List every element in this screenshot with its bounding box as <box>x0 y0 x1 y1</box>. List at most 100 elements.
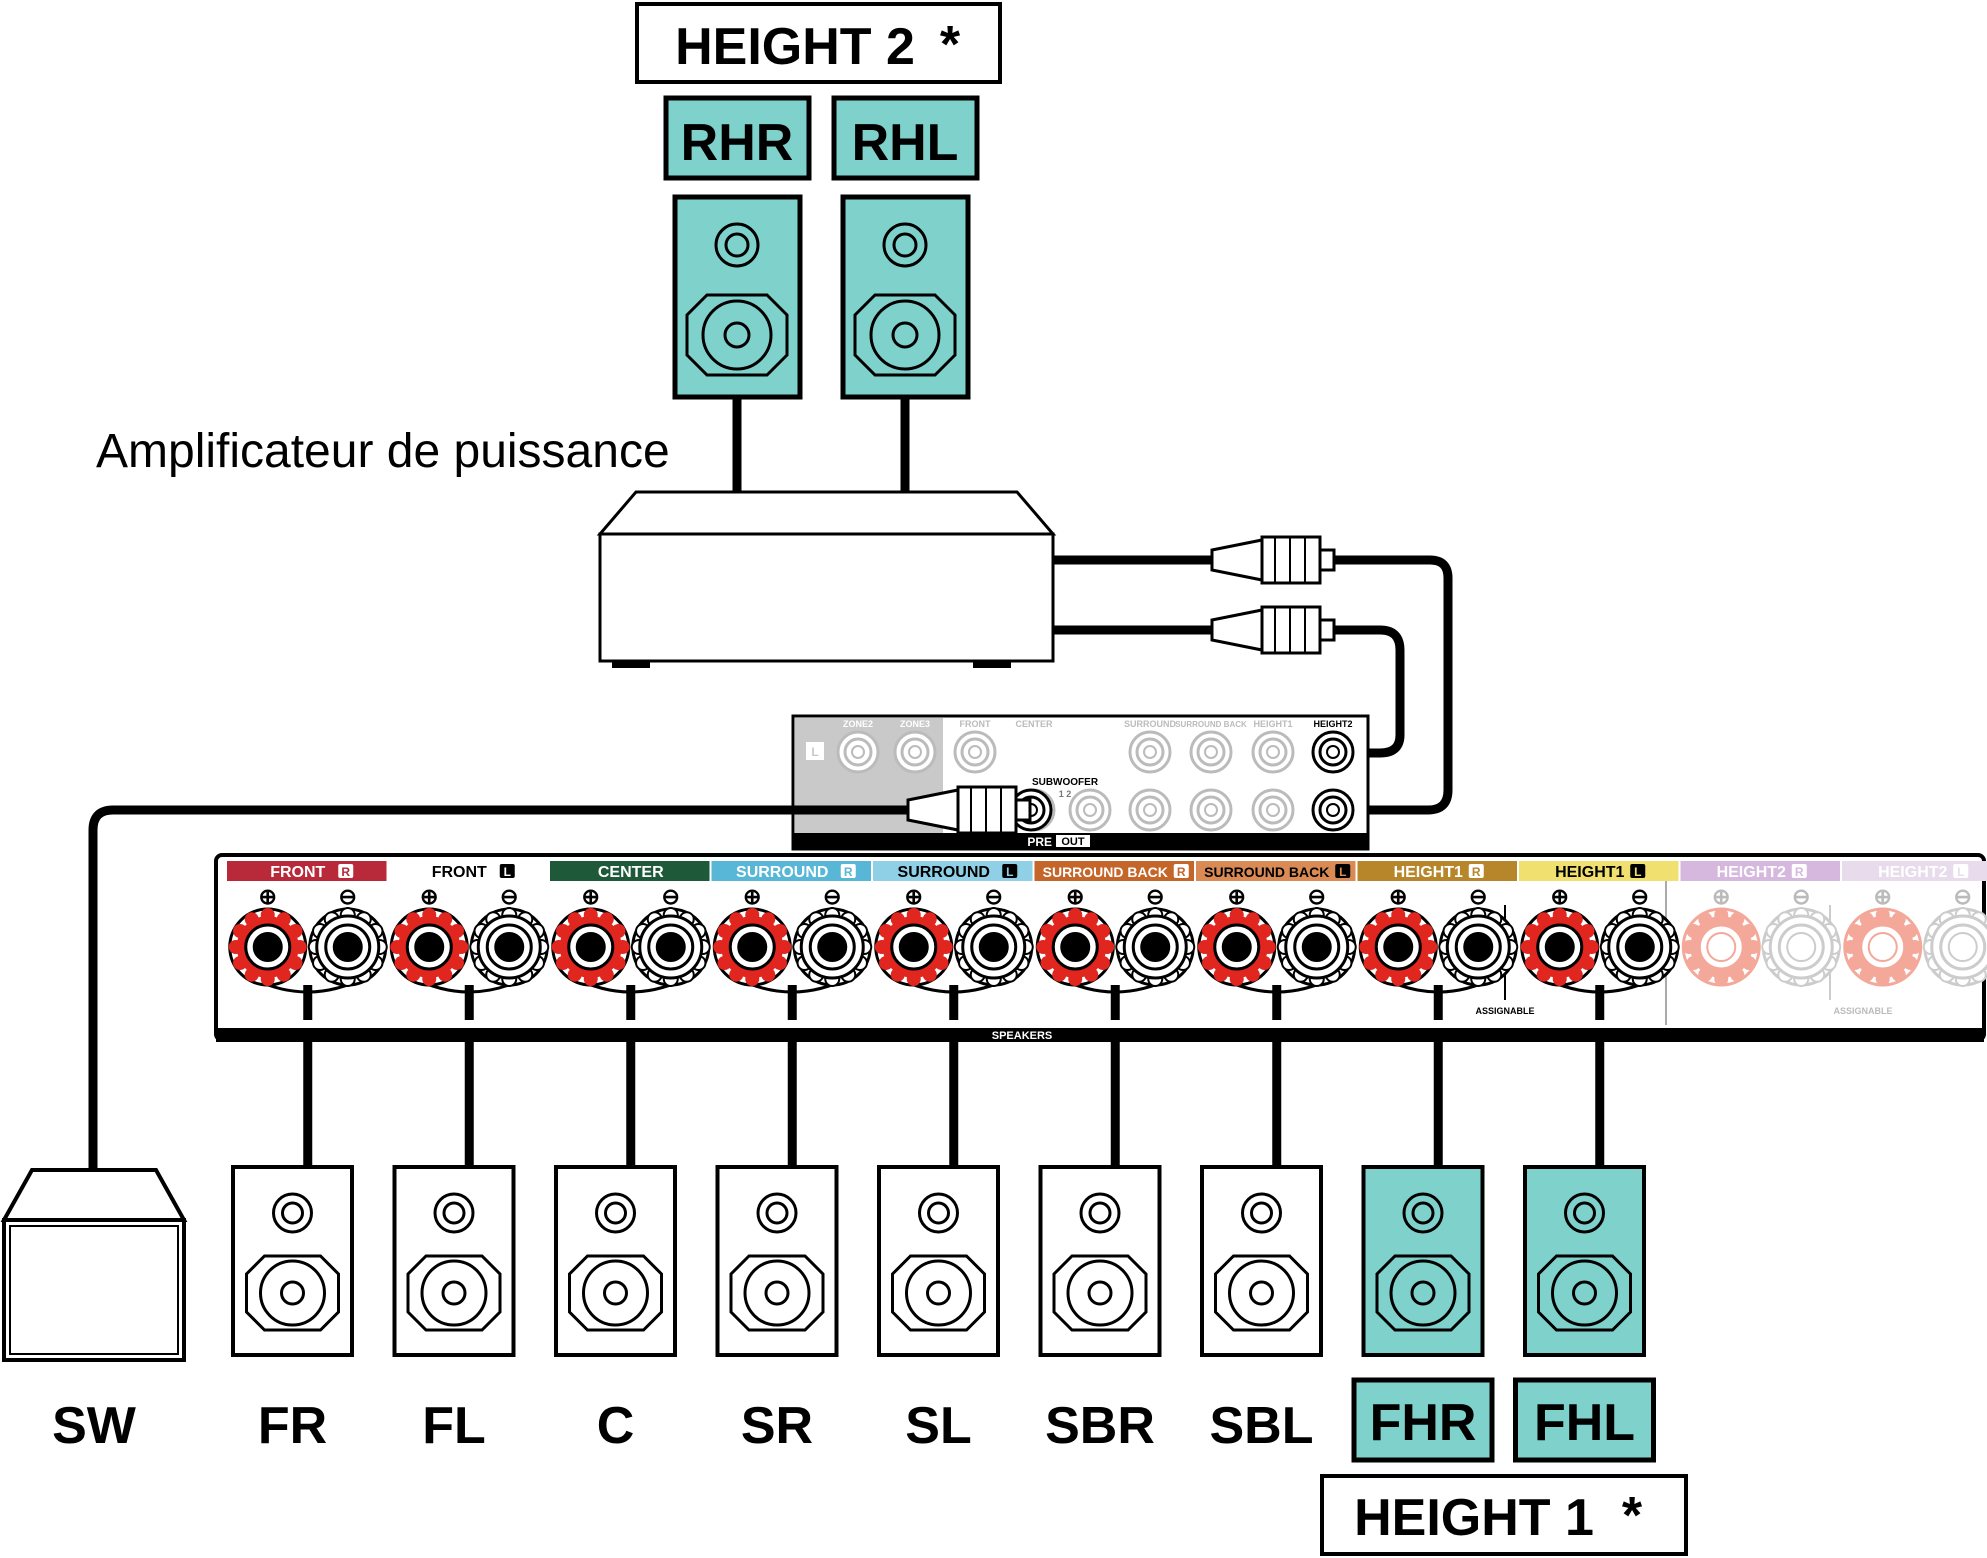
speaker-label-fr: FR <box>258 1397 327 1455</box>
minus-symbol: ⊖ <box>1308 884 1326 909</box>
plus-terminal[interactable] <box>1358 907 1438 987</box>
speaker-fhr <box>1361 1165 1485 1357</box>
minus-symbol: ⊖ <box>339 884 357 909</box>
rca-jack[interactable] <box>1128 730 1172 774</box>
plus-terminal[interactable] <box>1681 907 1761 987</box>
terminal-label: HEIGHT2 <box>1717 864 1786 881</box>
rca-jack[interactable] <box>1251 788 1295 832</box>
rca-jack[interactable] <box>1311 730 1355 774</box>
amp-label: Amplificateur de puissance <box>96 425 670 478</box>
terminal-side: R <box>341 865 350 879</box>
height2-title-box <box>635 2 1002 84</box>
minus-terminal[interactable] <box>1276 907 1357 987</box>
plus-terminal[interactable] <box>1197 907 1277 987</box>
terminal-label: HEIGHT1 <box>1555 864 1624 881</box>
terminal-side: R <box>844 865 853 879</box>
minus-symbol: ⊖ <box>985 884 1003 909</box>
preout-l-mark: L <box>811 745 818 759</box>
plus-terminal[interactable] <box>874 907 954 987</box>
speaker-fr <box>231 1165 354 1357</box>
minus-terminal[interactable] <box>630 907 711 987</box>
height1-asterisk: * <box>1622 1487 1643 1545</box>
speaker-wires <box>303 985 1605 1167</box>
preout-label-center: CENTER <box>1015 719 1053 729</box>
rca-jack[interactable] <box>1189 788 1233 832</box>
plus-terminal[interactable] <box>551 907 631 987</box>
terminal-label: CENTER <box>598 864 664 881</box>
rca-cables <box>1053 535 1453 815</box>
terminal-side: L <box>504 865 511 879</box>
plus-symbol: ⊕ <box>259 884 277 909</box>
terminal-label: SURROUND <box>736 864 828 881</box>
rca-jack[interactable] <box>1251 730 1295 774</box>
terminal-side: R <box>1472 865 1481 879</box>
minus-terminal[interactable] <box>1761 907 1842 987</box>
plus-symbol: ⊕ <box>1712 884 1730 909</box>
rhl-label-box <box>831 95 980 181</box>
plus-symbol: ⊕ <box>1228 884 1246 909</box>
minus-terminal[interactable] <box>1922 907 1987 987</box>
minus-symbol: ⊖ <box>1954 884 1972 909</box>
plus-terminal[interactable] <box>712 907 792 987</box>
subwoofer-jack[interactable] <box>1068 788 1112 832</box>
plus-symbol: ⊕ <box>1874 884 1892 909</box>
speaker-label-fhr: FHR <box>1370 1394 1477 1452</box>
plus-terminal[interactable] <box>228 907 308 987</box>
terminal-label: HEIGHT1 <box>1394 864 1463 881</box>
rca-jack[interactable] <box>836 730 880 774</box>
preout-label-surround: SURROUND <box>1124 719 1177 729</box>
speaker-sl <box>877 1165 1000 1357</box>
terminal-side: R <box>1177 865 1186 879</box>
minus-terminal[interactable] <box>1115 907 1196 987</box>
minus-terminal[interactable] <box>953 907 1034 987</box>
out-label: OUT <box>1061 836 1085 848</box>
rca-jack[interactable] <box>1128 788 1172 832</box>
rca-jack[interactable] <box>893 730 937 774</box>
assignable-label-1: ASSIGNABLE <box>1475 1006 1534 1016</box>
speaker-label-sr: SR <box>741 1397 813 1455</box>
assignable-label-2: ASSIGNABLE <box>1833 1006 1892 1016</box>
height1-title: HEIGHT 1 <box>1354 1489 1594 1547</box>
minus-terminal[interactable] <box>1438 907 1519 987</box>
speakers-label: SPEAKERS <box>992 1030 1053 1042</box>
height2-title-group: HEIGHT 2 * <box>635 2 1002 84</box>
plus-symbol: ⊕ <box>582 884 600 909</box>
height2-title: HEIGHT 2 <box>675 18 915 76</box>
pre-label: PRE <box>1027 835 1052 849</box>
minus-terminal[interactable] <box>1599 907 1680 987</box>
rca-jack[interactable] <box>1189 730 1233 774</box>
minus-terminal[interactable] <box>469 907 550 987</box>
preout-subwoofer-label: SUBWOOFER <box>1032 777 1099 788</box>
minus-terminal[interactable] <box>307 907 388 987</box>
minus-symbol: ⊖ <box>1469 884 1487 909</box>
minus-symbol: ⊖ <box>1792 884 1810 909</box>
plus-terminal[interactable] <box>1035 907 1115 987</box>
plus-terminal[interactable] <box>1520 907 1600 987</box>
terminal-label: SURROUND BACK <box>1043 864 1168 880</box>
rca-jack[interactable] <box>953 730 997 774</box>
rca-jack[interactable] <box>1311 788 1355 832</box>
plus-terminal[interactable] <box>1843 907 1923 987</box>
terminal-side: L <box>1634 865 1641 879</box>
minus-terminal[interactable] <box>792 907 873 987</box>
top-speaker-labels: RHR RHL <box>663 95 980 181</box>
terminal-surround-back-l: SURROUND BACK L ⊕ ⊖ <box>1196 861 1357 994</box>
preout-label-surround-back: SURROUND BACK <box>1175 720 1247 729</box>
preout-label-front: FRONT <box>960 719 991 729</box>
height2-asterisk: * <box>940 16 961 74</box>
preout-label-zone3: ZONE3 <box>900 719 930 729</box>
terminal-side: L <box>1339 865 1346 879</box>
speaker-sr <box>715 1165 839 1357</box>
terminal-label: SURROUND BACK <box>1204 864 1329 880</box>
height1-title-group: HEIGHT 1 * <box>1320 1474 1688 1556</box>
speaker-rhr <box>672 194 803 400</box>
speaker-label-fl: FL <box>422 1397 486 1455</box>
plus-terminal[interactable] <box>389 907 469 987</box>
speaker-fhl <box>1523 1165 1646 1357</box>
terminal-center: CENTER⊕⊖ <box>550 861 711 994</box>
